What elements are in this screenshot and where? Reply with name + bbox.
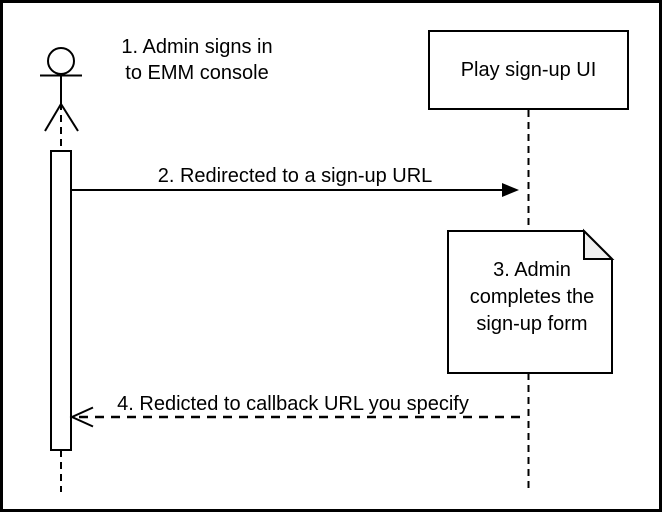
message-4-arrow [69,406,525,428]
note-shape [447,228,615,374]
message-4-label: 4. Redicted to callback URL you specify [117,393,469,415]
note-fold-corner [583,228,615,260]
actor-leg-left [44,103,62,132]
actor-head [47,47,75,75]
activation-bar [50,150,72,451]
note-label: 3. Admin completes the sign-up form [469,259,595,335]
diagram-lines [40,47,615,492]
participant-play-signup-ui-label: Play sign-up UI [460,58,597,81]
participant-play-signup-ui: Play sign-up UI [428,30,629,110]
actor-icon [40,47,82,132]
message-1-label: 1. Admin signs in to EMM console [121,36,273,84]
message-2-arrow [71,183,519,197]
message-2-label: 2. Redirected to a sign-up URL [157,165,433,187]
actor-leg-right [60,103,79,132]
